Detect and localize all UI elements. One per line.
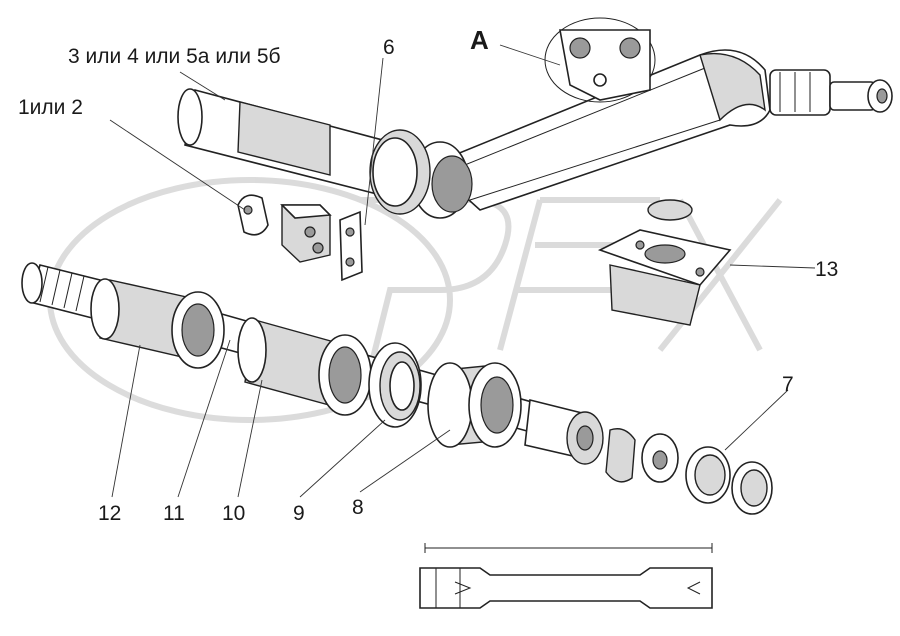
ring-part-9 [368,342,422,428]
block-part [280,204,332,263]
label-part-7: 7 [782,373,794,396]
watermark-logo [47,177,783,423]
bearing-part-12 [90,278,225,369]
label-part-11: 11 [163,502,185,525]
leader-lines [109,44,816,498]
label-part-6: 6 [383,36,395,59]
label-part-A: А [470,25,489,55]
label-part-3-4-5: 3 или 4 или 5а или 5б [68,45,281,68]
shaft-detail-view [419,543,713,609]
bearing-part-10 [237,317,372,416]
bracket-part-13 [597,199,732,326]
label-part-8: 8 [352,496,364,519]
label-part-10: 10 [222,502,246,525]
label-part-9: 9 [293,502,305,525]
seal-part-8 [427,362,522,448]
washer-set-part-7 [605,428,773,515]
gasket-part-6 [339,210,363,282]
housing-assembly [428,17,893,211]
label-part-1-2: 1или 2 [18,96,83,119]
label-part-12: 12 [98,502,122,525]
tube-part-3 [177,88,473,219]
gasket-part-1-2 [237,194,269,236]
label-part-13: 13 [815,258,839,281]
